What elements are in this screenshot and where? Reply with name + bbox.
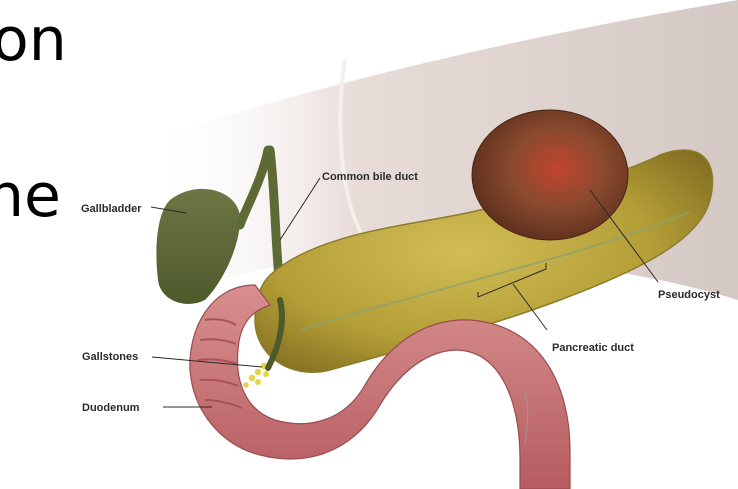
- gallbladder-shape: [156, 189, 240, 304]
- pseudocyst-shape: [472, 110, 628, 240]
- label-common-bile-duct: Common bile duct: [322, 171, 418, 183]
- label-gallstones: Gallstones: [82, 351, 138, 363]
- label-duodenum: Duodenum: [82, 402, 140, 414]
- label-pancreatic-duct: Pancreatic duct: [552, 342, 634, 354]
- label-pseudocyst: Pseudocyst: [658, 289, 720, 301]
- label-gallbladder: Gallbladder: [81, 203, 142, 215]
